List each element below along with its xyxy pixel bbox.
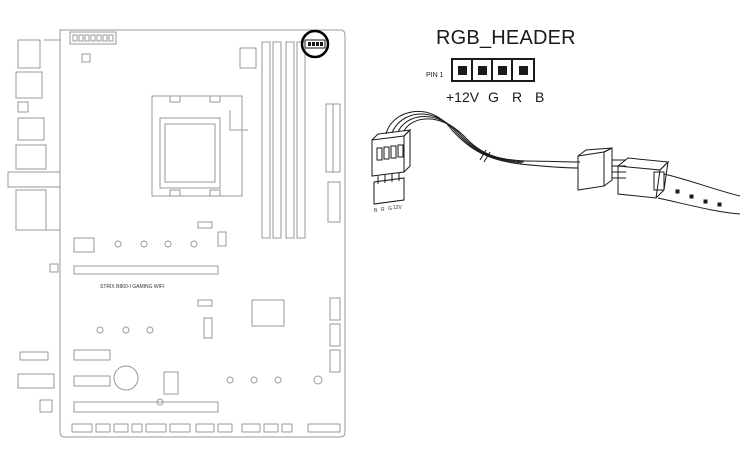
connector-pin-label-r: R <box>381 207 385 213</box>
pin-12v <box>453 60 473 80</box>
pcie-slot <box>73 265 219 275</box>
dimm-slot <box>285 41 295 239</box>
connector-pin-label-b: B <box>374 208 378 214</box>
io-port <box>17 101 29 113</box>
connector-pin-label-g: G <box>388 206 392 212</box>
pin-r <box>493 60 513 80</box>
cmos-battery <box>113 365 139 391</box>
highlight-circle <box>300 29 330 59</box>
strip-connector <box>577 151 605 191</box>
io-port <box>7 171 61 188</box>
pin-label-r: R <box>512 89 523 105</box>
board-silkscreen: STRIX B860-I GAMING WIFI <box>100 284 164 290</box>
io-port <box>15 189 47 231</box>
motherboard-illustration: STRIX B860-I GAMING WIFI <box>7 29 346 438</box>
pin-b <box>513 60 533 80</box>
chipset <box>251 299 285 327</box>
dimm-slot <box>272 41 282 239</box>
dimm-slot <box>261 41 271 239</box>
io-port <box>15 71 43 99</box>
pin-g <box>473 60 493 80</box>
io-port <box>17 117 45 141</box>
pin-label-12v: +12V <box>446 89 480 105</box>
board-pin-header <box>373 177 405 205</box>
header-pin-block <box>451 58 535 82</box>
header-title: RGB_HEADER <box>436 27 576 49</box>
pcie-slot <box>73 401 219 413</box>
cpu-power-connector <box>69 31 117 45</box>
io-port <box>17 39 41 69</box>
board-outline <box>59 29 346 438</box>
rgb-header-on-board <box>304 39 326 49</box>
pin-label-g: G <box>488 89 499 105</box>
connector-pin-label-12v: 12V <box>393 205 403 211</box>
led-strip <box>657 173 741 215</box>
io-port <box>15 144 47 170</box>
pin-label-b: B <box>535 89 545 105</box>
pin1-label: PIN 1 <box>426 72 444 79</box>
